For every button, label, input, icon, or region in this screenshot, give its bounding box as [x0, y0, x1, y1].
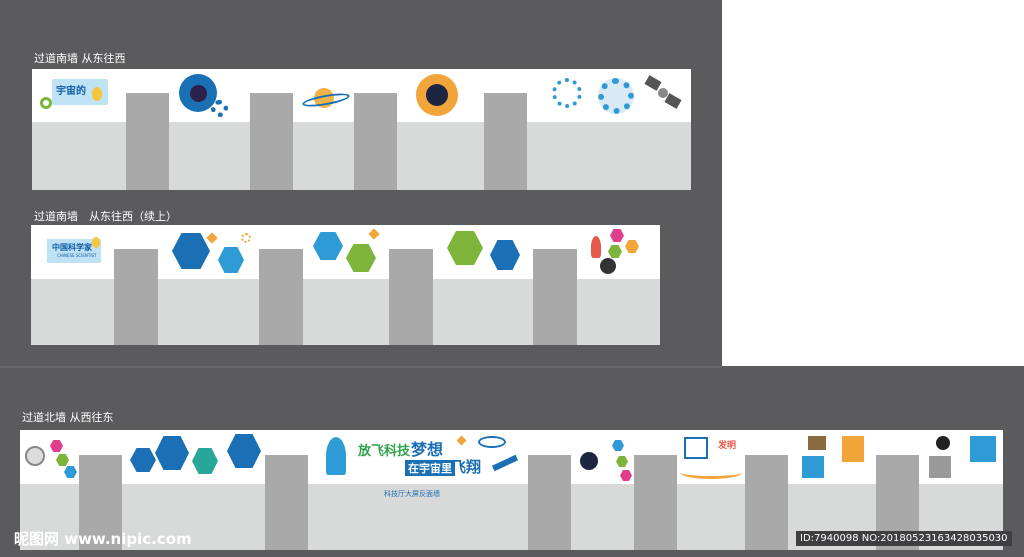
blueprint-icon [684, 437, 708, 459]
bulb-icon [92, 87, 102, 101]
door-column [354, 93, 397, 190]
section-divider [0, 366, 722, 368]
info-board [929, 456, 951, 478]
door-column [484, 93, 527, 190]
science-word-hex [625, 240, 639, 253]
galaxy-icon [190, 85, 207, 102]
door-column [250, 93, 293, 190]
gear-icon [600, 258, 616, 274]
planet-icon [478, 436, 506, 448]
orange-wave [680, 466, 742, 479]
door-column [389, 249, 433, 345]
scientist-sign-text: 中国科学家 [52, 243, 92, 252]
planet-icon [314, 88, 334, 108]
banner-text-1: 放飞科技 [358, 444, 411, 459]
universe-sign: 宇宙的 [52, 79, 108, 105]
door-column [634, 455, 677, 550]
info-board [842, 436, 864, 462]
door-column [114, 249, 158, 345]
chip-icon [808, 436, 826, 450]
science-word-hex [56, 454, 69, 466]
science-hex-panel [155, 436, 189, 470]
section-label-south-1: 过道南墙 从东往西 [34, 52, 126, 65]
watermark-id: ID:7940098 NO:20180523163428035030 [796, 531, 1012, 546]
banner-text-2: 梦想 [411, 440, 444, 459]
science-word-hex [50, 440, 63, 452]
science-word-hex [610, 229, 624, 242]
gear-icon [598, 78, 634, 114]
science-word-hex [608, 245, 622, 258]
science-word-hex [616, 456, 628, 467]
info-board [802, 456, 824, 478]
gear-icon [211, 100, 228, 117]
universe-sign-text: 宇宙的 [56, 86, 86, 97]
banner-caption: 科技厅大屏反面墙 [384, 490, 440, 498]
door-column [533, 249, 577, 345]
door-column [79, 455, 122, 550]
bulb-icon [936, 436, 950, 450]
info-board [970, 436, 996, 462]
blank-panel [722, 0, 1024, 366]
rocket-icon [326, 437, 346, 475]
door-column [126, 93, 169, 190]
bulb-icon [92, 237, 100, 248]
door-column [259, 249, 303, 345]
science-word-hex [612, 440, 624, 451]
scientist-portrait [313, 232, 343, 260]
door-column [745, 455, 788, 550]
gear-icon [580, 452, 598, 470]
gear-icon [241, 233, 251, 243]
science-hex-panel [227, 434, 261, 468]
banner-text-4: 飞翔 [451, 458, 482, 476]
door-column [528, 455, 571, 550]
astronaut-icon [25, 446, 45, 466]
scientist-portrait [490, 240, 520, 270]
door-column [265, 455, 308, 550]
invent-sign: 发明 [718, 441, 737, 451]
gear-icon [552, 78, 582, 108]
section-label-north: 过道北墙 从西往东 [22, 411, 114, 424]
science-word-hex [64, 466, 77, 478]
rocket-icon [591, 236, 601, 258]
science-word-hex [620, 470, 632, 481]
science-hex-panel [192, 448, 218, 474]
satellite-icon [644, 75, 682, 109]
watermark-logo: 昵图网 www.nipic.com [14, 530, 192, 548]
banner-text-3: 在宇宙里 [405, 460, 455, 476]
galaxy-icon [426, 84, 448, 106]
section-label-south-2: 过道南墙 从东往西（续上） [34, 210, 177, 223]
scientist-sign-subtext: CHINESE SCIENTIST [57, 253, 97, 258]
gear-icon [40, 97, 52, 109]
